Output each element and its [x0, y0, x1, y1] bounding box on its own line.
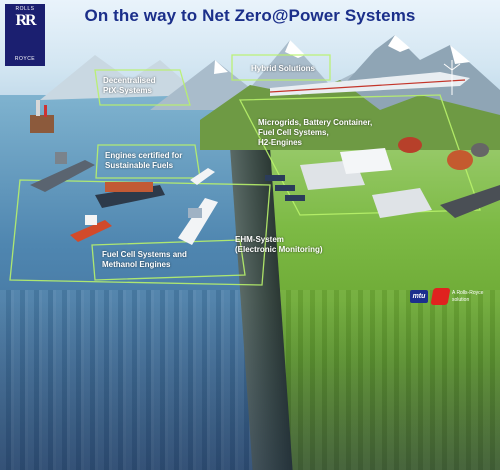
- mtu-logo: mtu: [410, 290, 428, 303]
- yacht: [178, 198, 218, 245]
- zone-fleet: [9, 179, 271, 286]
- cargo-ship: [95, 182, 165, 208]
- logo-bottom-word: ROYCE: [14, 56, 36, 62]
- tug-boat: [70, 215, 112, 242]
- land-streaks: [255, 290, 500, 470]
- label-fuel-cell: Fuel Cell Systems and Methanol Engines: [102, 250, 187, 269]
- label-engines-certified: Engines certified for Sustainable Fuels: [105, 151, 183, 170]
- offshore-platform: [30, 100, 54, 133]
- zone-ptx: [94, 69, 191, 106]
- label-microgrids: Microgrids, Battery Container, Fuel Cell…: [258, 118, 373, 147]
- mtu-tagline: A Rolls-Royce solution: [452, 290, 484, 303]
- microgrid-facilities: [265, 148, 432, 218]
- label-hybrid: Hybrid Solutions: [251, 64, 315, 73]
- page-title: On the way to Net Zero@Power Systems: [84, 6, 416, 25]
- wind-turbines: [443, 60, 461, 95]
- label-ehm: EHM-System (Electronic Monitoring): [235, 235, 323, 254]
- sea-streaks: [0, 290, 270, 470]
- label-decentralised: Decentralised PtX-Systems: [103, 76, 156, 95]
- logo-monogram: RR: [15, 12, 36, 29]
- rolls-royce-logo: ROLLS RR ROYCE: [5, 4, 45, 66]
- bottom-haze: [0, 300, 500, 470]
- navy-ship: [30, 152, 95, 192]
- mtu-red-mark: [430, 288, 451, 305]
- ferry: [190, 168, 215, 185]
- engine-units: [398, 137, 489, 170]
- hybrid-train: [269, 72, 470, 96]
- zone-hybrid: [231, 54, 331, 81]
- logo-top-word: ROLLS: [15, 6, 35, 12]
- road: [440, 185, 500, 218]
